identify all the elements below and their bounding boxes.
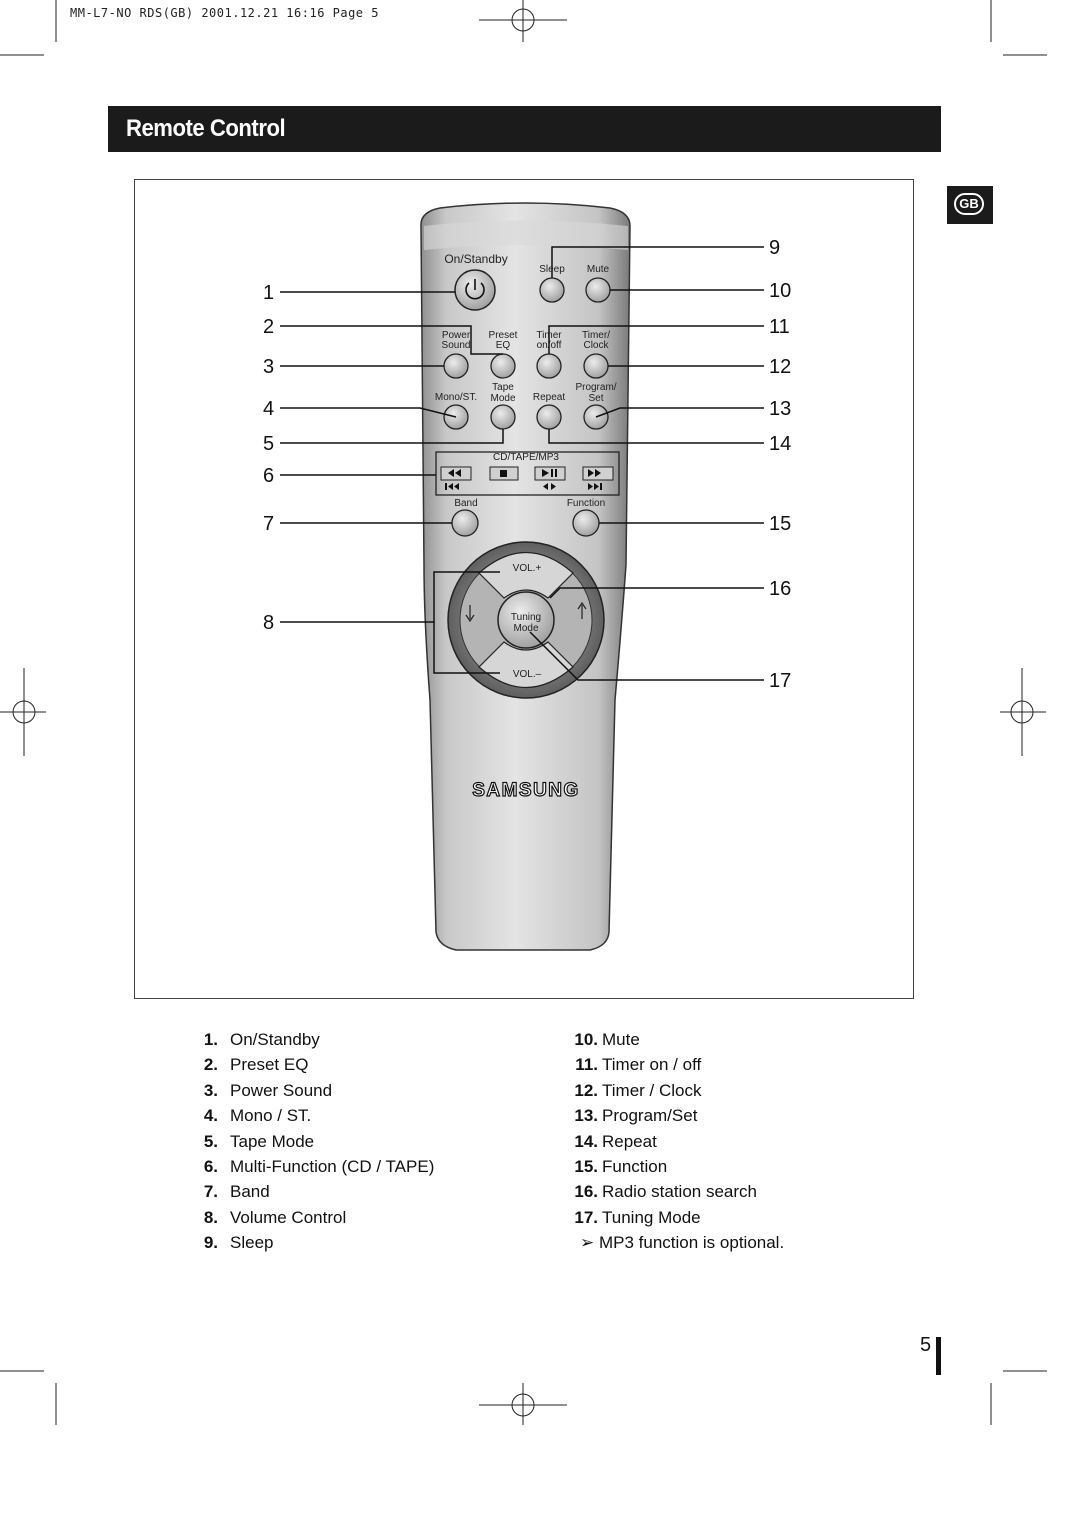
page-number: 5 bbox=[920, 1334, 932, 1356]
transport-glyphs bbox=[445, 469, 602, 490]
legend-item: 7.Band bbox=[203, 1182, 270, 1202]
callout-6: 6 bbox=[263, 465, 274, 487]
mute-button bbox=[585, 277, 611, 303]
timer-clock-button bbox=[583, 353, 609, 379]
vol-minus-segment bbox=[478, 641, 574, 688]
label-mono-st: Mono/ST. bbox=[435, 392, 477, 403]
legend-item: 9.Sleep bbox=[203, 1233, 274, 1253]
label-function: Function bbox=[567, 498, 605, 509]
label-vol-plus: VOL.+ bbox=[513, 563, 542, 574]
label-tuning-mode: Mode bbox=[513, 623, 538, 634]
section-title: Remote Control bbox=[126, 115, 286, 142]
legend-left-column: 1.On/Standby 2.Preset EQ 3.Power Sound 4… bbox=[200, 1027, 435, 1256]
timer-on-off-button bbox=[536, 353, 562, 379]
mp3-note: ➢ MP3 function is optional. bbox=[580, 1233, 785, 1253]
label-sound: Sound bbox=[442, 340, 471, 351]
legend-item: 5.Tape Mode bbox=[203, 1131, 315, 1151]
legend-item: 8.Volume Control bbox=[203, 1207, 347, 1227]
legend-item: 12.Timer / Clock bbox=[574, 1080, 702, 1100]
function-button bbox=[572, 509, 600, 537]
language-badge: GB bbox=[947, 186, 993, 224]
legend-item: 14.Repeat bbox=[574, 1131, 657, 1151]
brand-logo: SAMSUNG bbox=[472, 780, 580, 801]
callout-2: 2 bbox=[263, 316, 274, 338]
callout-17: 17 bbox=[769, 670, 791, 692]
legend-item: 17.Tuning Mode bbox=[574, 1207, 701, 1227]
label-eq: EQ bbox=[496, 340, 511, 351]
label-band: Band bbox=[454, 498, 477, 509]
label-power: Power bbox=[442, 330, 471, 341]
label-mode: Mode bbox=[490, 393, 515, 404]
callout-7: 7 bbox=[263, 513, 274, 535]
callout-4: 4 bbox=[263, 398, 274, 420]
repeat-button bbox=[536, 404, 562, 430]
callout-lines bbox=[280, 246, 764, 681]
label-preset: Preset bbox=[489, 330, 518, 341]
preset-eq-button bbox=[490, 353, 516, 379]
label-mute: Mute bbox=[587, 264, 610, 275]
callout-12: 12 bbox=[769, 356, 791, 378]
label-tuning: Tuning bbox=[511, 612, 541, 623]
callout-1: 1 bbox=[263, 282, 274, 304]
label-on-off: on/off bbox=[537, 340, 562, 351]
legend-item: 15.Function bbox=[574, 1157, 668, 1177]
label-program: Program/ bbox=[575, 382, 616, 393]
callout-13: 13 bbox=[769, 398, 791, 420]
label-sleep: Sleep bbox=[539, 264, 565, 275]
remote-figure-frame bbox=[134, 179, 914, 999]
callout-16: 16 bbox=[769, 578, 791, 600]
tape-mode-button bbox=[490, 404, 516, 430]
legend-item: 4.Mono / ST. bbox=[203, 1106, 312, 1126]
callout-15: 15 bbox=[769, 513, 791, 535]
label-timer: Timer bbox=[536, 330, 562, 341]
callout-14: 14 bbox=[769, 433, 791, 455]
callout-numbers: 1 2 3 4 5 6 7 8 9 10 11 12 13 14 15 16 1… bbox=[263, 237, 791, 692]
callout-11: 11 bbox=[769, 316, 790, 338]
legend-item: 1.On/Standby bbox=[203, 1030, 320, 1049]
legend-right-column: 10.Mute 11.Timer on / off 12.Timer / Clo… bbox=[572, 1027, 784, 1256]
label-set: Set bbox=[588, 393, 603, 404]
legend-item: 6.Multi-Function (CD / TAPE) bbox=[203, 1157, 435, 1177]
label-clock: Clock bbox=[583, 340, 609, 351]
print-slug: MM-L7-NO RDS(GB) 2001.12.21 16:16 Page 5 bbox=[70, 6, 379, 20]
language-badge-label: GB bbox=[954, 193, 984, 215]
transport-buttons bbox=[440, 466, 614, 481]
legend-item: 10.Mute bbox=[574, 1030, 640, 1049]
callout-3: 3 bbox=[263, 356, 274, 378]
legend-item: 3.Power Sound bbox=[203, 1080, 333, 1100]
label-on-standby: On/Standby bbox=[444, 252, 507, 266]
callout-8: 8 bbox=[263, 612, 274, 634]
callout-9: 9 bbox=[769, 237, 780, 259]
cd-tape-mp3-box bbox=[435, 451, 620, 496]
label-cd-tape-mp3: CD/TAPE/MP3 bbox=[493, 452, 559, 463]
legend-item: 11.Timer on / off bbox=[575, 1055, 702, 1075]
page-number-bar bbox=[936, 1337, 941, 1375]
band-button bbox=[451, 509, 479, 537]
label-repeat: Repeat bbox=[533, 392, 565, 403]
sleep-button bbox=[539, 277, 565, 303]
tuning-mode-button bbox=[497, 591, 555, 649]
callout-10: 10 bbox=[769, 280, 791, 302]
label-vol-minus: VOL.– bbox=[513, 669, 542, 680]
vol-plus-segment bbox=[478, 552, 574, 599]
label-timer-slash: Timer/ bbox=[582, 330, 610, 341]
section-header-bar: Remote Control bbox=[108, 106, 941, 152]
label-tape: Tape bbox=[492, 382, 514, 393]
power-sound-button bbox=[443, 353, 469, 379]
legend-item: 16.Radio station search bbox=[574, 1182, 757, 1202]
callout-5: 5 bbox=[263, 433, 274, 455]
legend-item: 13.Program/Set bbox=[574, 1106, 698, 1126]
legend-item: 2.Preset EQ bbox=[203, 1055, 309, 1075]
